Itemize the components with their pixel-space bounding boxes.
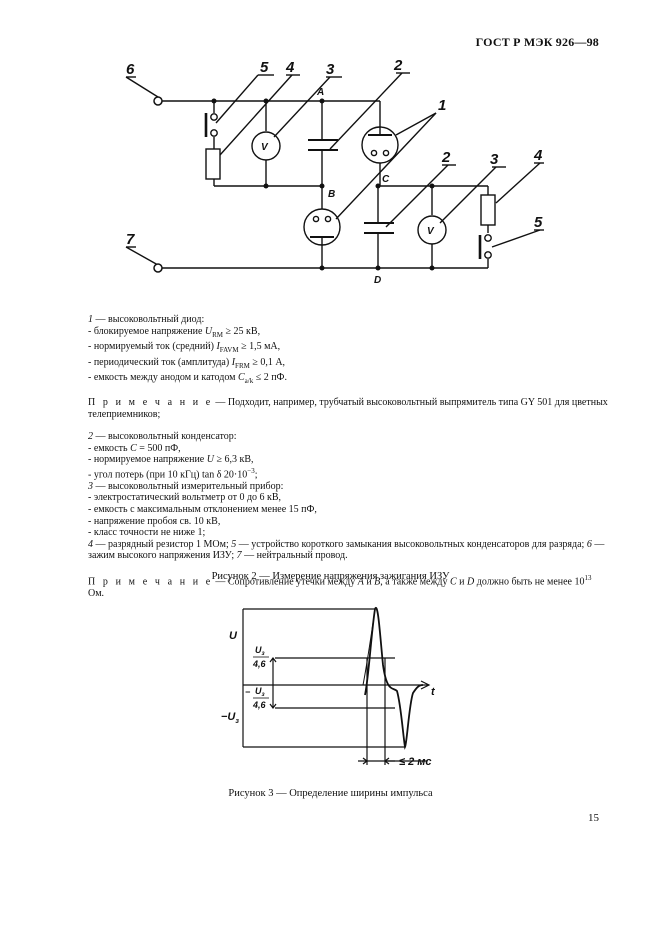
voltmeter-lower-label: V bbox=[427, 226, 435, 237]
callout-2-lower: 2 bbox=[441, 149, 451, 166]
item-3-line-4: - класс точности не ниже 1; bbox=[88, 527, 206, 539]
frac-top-u: U bbox=[255, 645, 262, 655]
callout-5: 5 bbox=[260, 59, 269, 76]
item-3-line-1: - электростатический вольтметр от 0 до 6… bbox=[88, 492, 282, 504]
item-2-title: 2 — высоковольтный конденсатор: bbox=[88, 431, 237, 443]
callout-4-lower: 4 bbox=[533, 147, 543, 164]
figure-2-caption: Рисунок 2 — Измерение напряжения зажиган… bbox=[211, 571, 450, 582]
item-3-title: 3 — высоковольтный измерительный прибор: bbox=[88, 480, 284, 492]
figure-3-caption: Рисунок 3 — Определение ширины импульса bbox=[228, 788, 433, 799]
item-3-line-3: - напряжение пробоя св. 10 кВ, bbox=[88, 515, 221, 527]
svg-text:Uз: Uз bbox=[255, 645, 265, 657]
callout-6: 6 bbox=[126, 61, 135, 78]
item-3-line-2: - емкость с максимальным отклонением мен… bbox=[88, 504, 317, 516]
item-1-line-3: - периодический ток (амплитуда) IFRM ≥ 0… bbox=[88, 356, 286, 370]
neg-frac-prefix: − bbox=[245, 687, 251, 697]
callout-5-lower: 5 bbox=[534, 214, 543, 231]
legend-block: 1 — высоковольтный диод: - блокируемое н… bbox=[88, 314, 608, 600]
callout-1: 1 bbox=[438, 97, 446, 114]
callout-7: 7 bbox=[126, 231, 135, 248]
voltmeter-label: V bbox=[261, 142, 269, 153]
frac-bottom: 4,6 bbox=[252, 659, 267, 669]
callout-4: 4 bbox=[285, 59, 295, 76]
item-1-title: 1 — высоковольтный диод: bbox=[88, 314, 205, 325]
page-number: 15 bbox=[588, 812, 599, 824]
node-d-label: D bbox=[374, 275, 381, 286]
node-a-label: A bbox=[316, 87, 324, 98]
node-c-label: C bbox=[382, 174, 390, 185]
callout-3: 3 bbox=[326, 61, 335, 78]
svg-text:Uз: Uз bbox=[255, 686, 265, 698]
neg-u-label: −Uз bbox=[221, 711, 239, 725]
callout-3-lower: 3 bbox=[490, 151, 499, 168]
item-1-line-2: - нормируемый ток (средний) IFAVM ≥ 1,5 … bbox=[88, 341, 281, 355]
terminal-7-icon bbox=[153, 263, 163, 273]
item-2-line-3: - угол потерь (при 10 кГц) tan δ 20·10−3… bbox=[88, 466, 258, 481]
items-4-7: 4 — разрядный резистор 1 МОм; 5 — устрой… bbox=[88, 538, 605, 562]
svg-text:4,6: 4,6 bbox=[252, 700, 267, 710]
node-b-label: B bbox=[328, 189, 335, 200]
standard-header: ГОСТ Р МЭК 926—98 bbox=[475, 35, 599, 49]
note-2: П р и м е ч а н и е — Сопротивление утеч… bbox=[88, 574, 592, 599]
width-label: ≤ 2 мс bbox=[399, 756, 432, 768]
callout-2: 2 bbox=[393, 57, 403, 74]
note-1: П р и м е ч а н и е — Подходит, например… bbox=[88, 396, 608, 420]
u-axis-label: U bbox=[229, 630, 238, 642]
pulse-diagram: U −Uз t ≤ 2 мс Uз 4,6 − Uз 4,6 bbox=[221, 606, 436, 768]
item-1-line-1: - блокируемое напряжение URM ≥ 25 кВ, bbox=[88, 325, 261, 339]
circuit-diagram: 6 7 5 4 3 2 1 2 3 4 5 A B C D V V bbox=[125, 57, 544, 286]
item-2-line-2: - нормируемое напряжение U ≥ 6,3 кВ, bbox=[88, 454, 254, 466]
terminal-6-icon bbox=[153, 96, 163, 106]
item-1-line-4: - емкость между анодом и катодом Ca/k ≤ … bbox=[88, 372, 287, 386]
item-2-line-1: - емкость C = 500 пФ, bbox=[88, 442, 181, 454]
t-axis-label: t bbox=[431, 686, 436, 698]
